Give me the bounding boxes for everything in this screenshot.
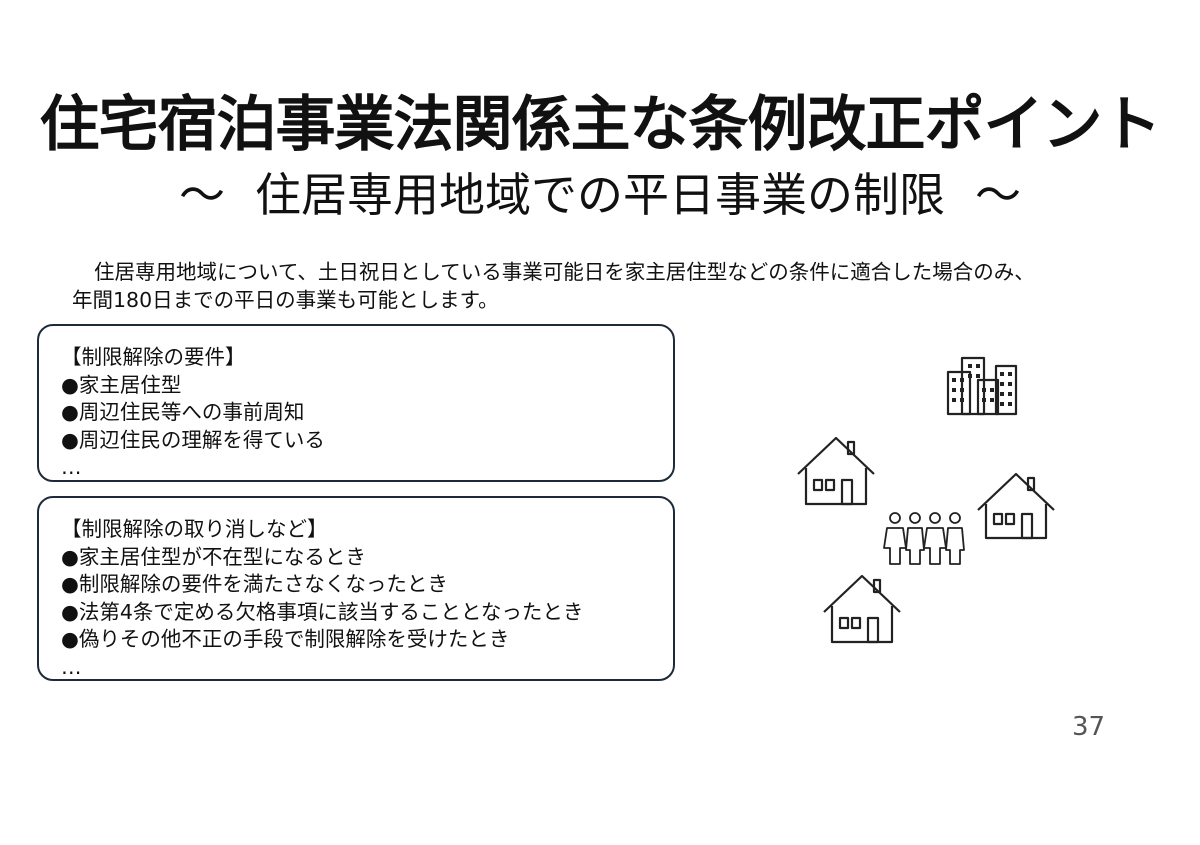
requirement-item: ●家主居住型	[61, 372, 182, 397]
intro-paragraph: 住居専用地域について、土日祝日としている事業可能日を家主居住型などの条件に適合し…	[72, 258, 1152, 314]
house-icon	[977, 472, 1055, 540]
page-number: 37	[1072, 712, 1106, 742]
intro-line-2: 年間180日までの平日の事業も可能とします。	[72, 288, 499, 312]
slide-subtitle: ～ 住居専用地域での平日事業の制限 ～	[0, 170, 1200, 221]
revocation-heading: 【制限解除の取り消しなど】	[61, 517, 328, 541]
slide-title: 住宅宿泊事業法関係主な条例改正ポイント	[39, 90, 1162, 160]
revocation-item: ●制限解除の要件を満たさなくなったとき	[61, 572, 448, 596]
buildings-icon	[946, 356, 1018, 416]
neighborhood-illustration	[797, 356, 1055, 644]
house-icon	[797, 436, 875, 506]
revocation-box: 【制限解除の取り消しなど】 ●家主居住型が不在型になるとき ●制限解除の要件を満…	[37, 496, 675, 681]
revocation-item: ●家主居住型が不在型になるとき	[61, 544, 366, 569]
subtitle-tilde-right: ～	[975, 168, 1021, 222]
requirements-heading: 【制限解除の要件】	[61, 345, 246, 369]
subtitle-text: 住居専用地域での平日事業の制限	[255, 168, 945, 222]
house-icon	[823, 574, 901, 644]
revocation-ellipsis: …	[61, 654, 82, 679]
people-icon	[883, 512, 965, 565]
revocation-item: ●法第4条で定める欠格事項に該当することとなったとき	[61, 599, 584, 624]
subtitle-tilde-left: ～	[179, 168, 225, 222]
revocation-item: ●偽りその他不正の手段で制限解除を受けたとき	[61, 627, 510, 651]
requirements-box: 【制限解除の要件】 ●家主居住型 ●周辺住民等への事前周知 ●周辺住民の理解を得…	[37, 324, 675, 482]
intro-line-1: 住居専用地域について、土日祝日としている事業可能日を家主居住型などの条件に適合し…	[94, 260, 1035, 284]
requirement-item: ●周辺住民等への事前周知	[61, 400, 305, 424]
requirement-item: ●周辺住民の理解を得ている	[61, 427, 325, 452]
requirements-ellipsis: …	[61, 455, 82, 479]
